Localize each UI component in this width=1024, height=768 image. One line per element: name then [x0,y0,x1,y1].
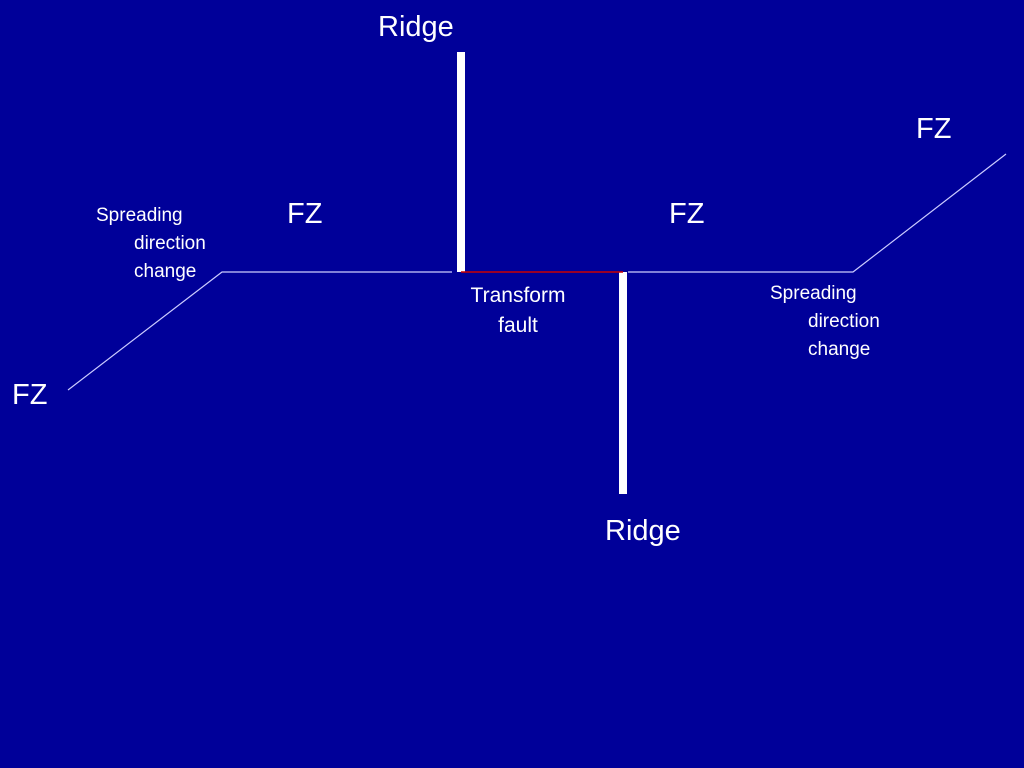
fz-label-mid-left: FZ [287,198,323,230]
spreading-left-line3: change [134,261,197,282]
fracture-zone-left [67,271,452,391]
spreading-left-line1: Spreading [96,205,183,226]
fz-label-top-right: FZ [916,113,952,145]
spreading-left-line2: direction [134,233,206,254]
fracture-zone-right [628,153,1007,273]
spreading-direction-change-right: Spreading direction change [770,280,880,364]
ridge-label-top: Ridge [378,11,454,43]
spreading-right-line2: direction [808,311,880,332]
ridge-label-bottom: Ridge [605,515,681,547]
fz-label-bottom-left: FZ [12,379,48,411]
transform-fault-label-line1: Transform [470,284,566,307]
spreading-direction-change-left: Spreading direction change [96,202,206,286]
transform-fault-label-line2: fault [498,314,538,337]
fz-label-mid-right: FZ [669,198,705,230]
transform-fault-label: Transform fault [458,281,578,341]
spreading-right-line1: Spreading [770,283,857,304]
spreading-right-line3: change [808,339,871,360]
